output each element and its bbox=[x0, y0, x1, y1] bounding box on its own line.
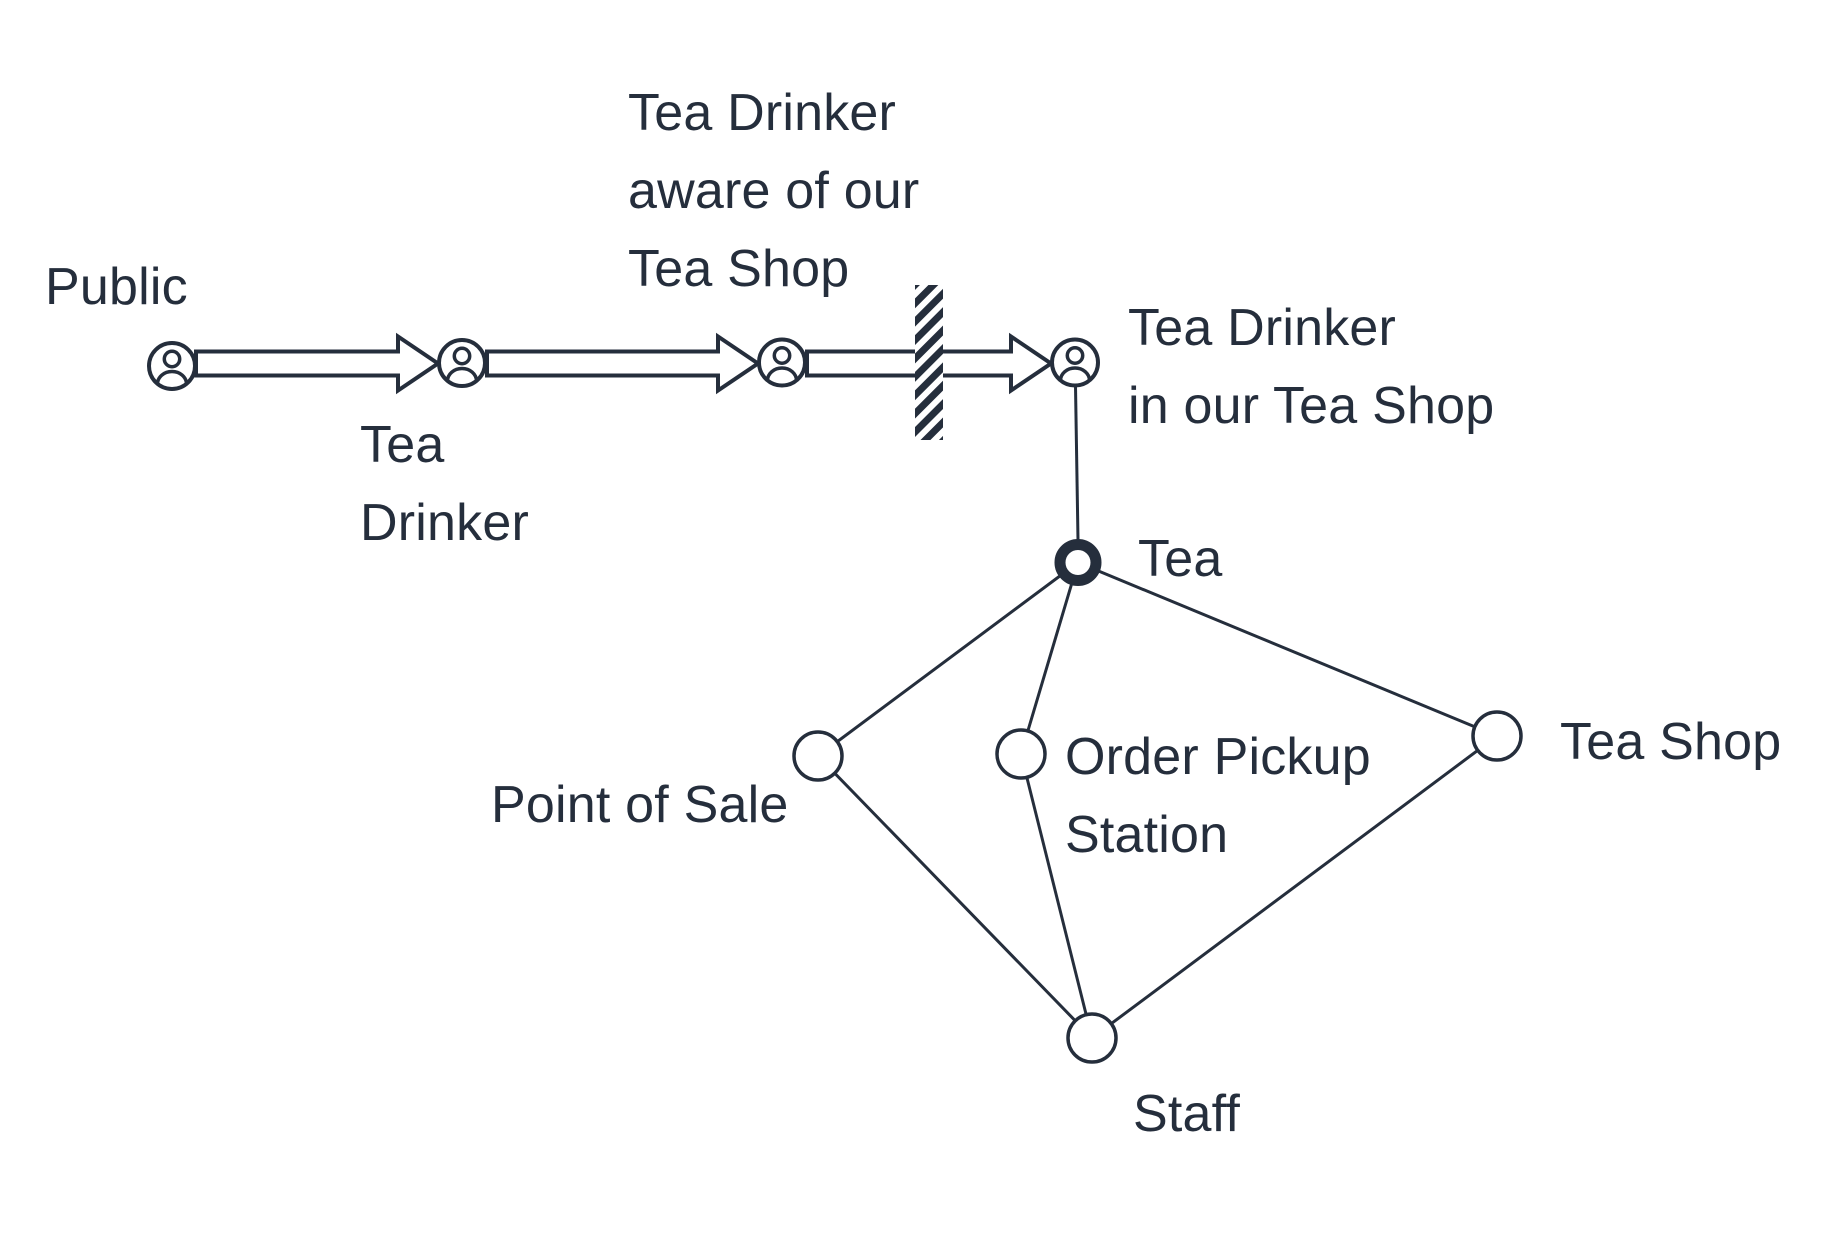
edge-order-pickup-to-staff bbox=[1019, 753, 1094, 1039]
label-tea: Tea bbox=[1138, 530, 1223, 588]
barrier-hatched-bar bbox=[915, 285, 943, 440]
edge-tea-shop-to-staff bbox=[1091, 734, 1498, 1040]
person-icon-aware bbox=[757, 337, 807, 388]
person-icon-public bbox=[147, 341, 197, 391]
label-staff: Staff bbox=[1133, 1085, 1241, 1143]
label-tea-shop: Tea Shop bbox=[1560, 713, 1782, 771]
edge-tea-to-point-of-sale bbox=[817, 561, 1079, 758]
node-circle-tea-shop bbox=[1471, 710, 1523, 762]
edge-point-of-sale-to-staff bbox=[816, 754, 1094, 1040]
label-public: Public bbox=[45, 258, 188, 316]
person-icon-in-shop bbox=[1050, 337, 1100, 388]
label-tea-drinker-aware: Tea Drinker aware of our Tea Shop bbox=[628, 84, 920, 298]
node-circle-point-of-sale bbox=[792, 730, 844, 782]
label-tea-drinker-in-shop: Tea Drinker in our Tea Shop bbox=[1128, 299, 1495, 435]
node-circle-staff bbox=[1066, 1012, 1118, 1064]
edge-in-shop-to-tea bbox=[1074, 385, 1080, 541]
edge-tea-to-order-pickup bbox=[1019, 562, 1080, 755]
label-order-pickup-station: Order Pickup Station bbox=[1065, 728, 1371, 864]
node-circle-tea bbox=[1054, 539, 1102, 586]
node-circle-order-pickup bbox=[995, 728, 1047, 780]
person-icon-tea-drinker bbox=[437, 338, 487, 388]
arrow-tea-drinker-to-aware bbox=[485, 332, 762, 395]
arrow-public-to-tea-drinker bbox=[194, 332, 442, 395]
label-point-of-sale: Point of Sale bbox=[491, 776, 789, 834]
label-tea-drinker: Tea Drinker bbox=[360, 416, 529, 552]
edge-tea-to-tea-shop bbox=[1077, 561, 1498, 738]
